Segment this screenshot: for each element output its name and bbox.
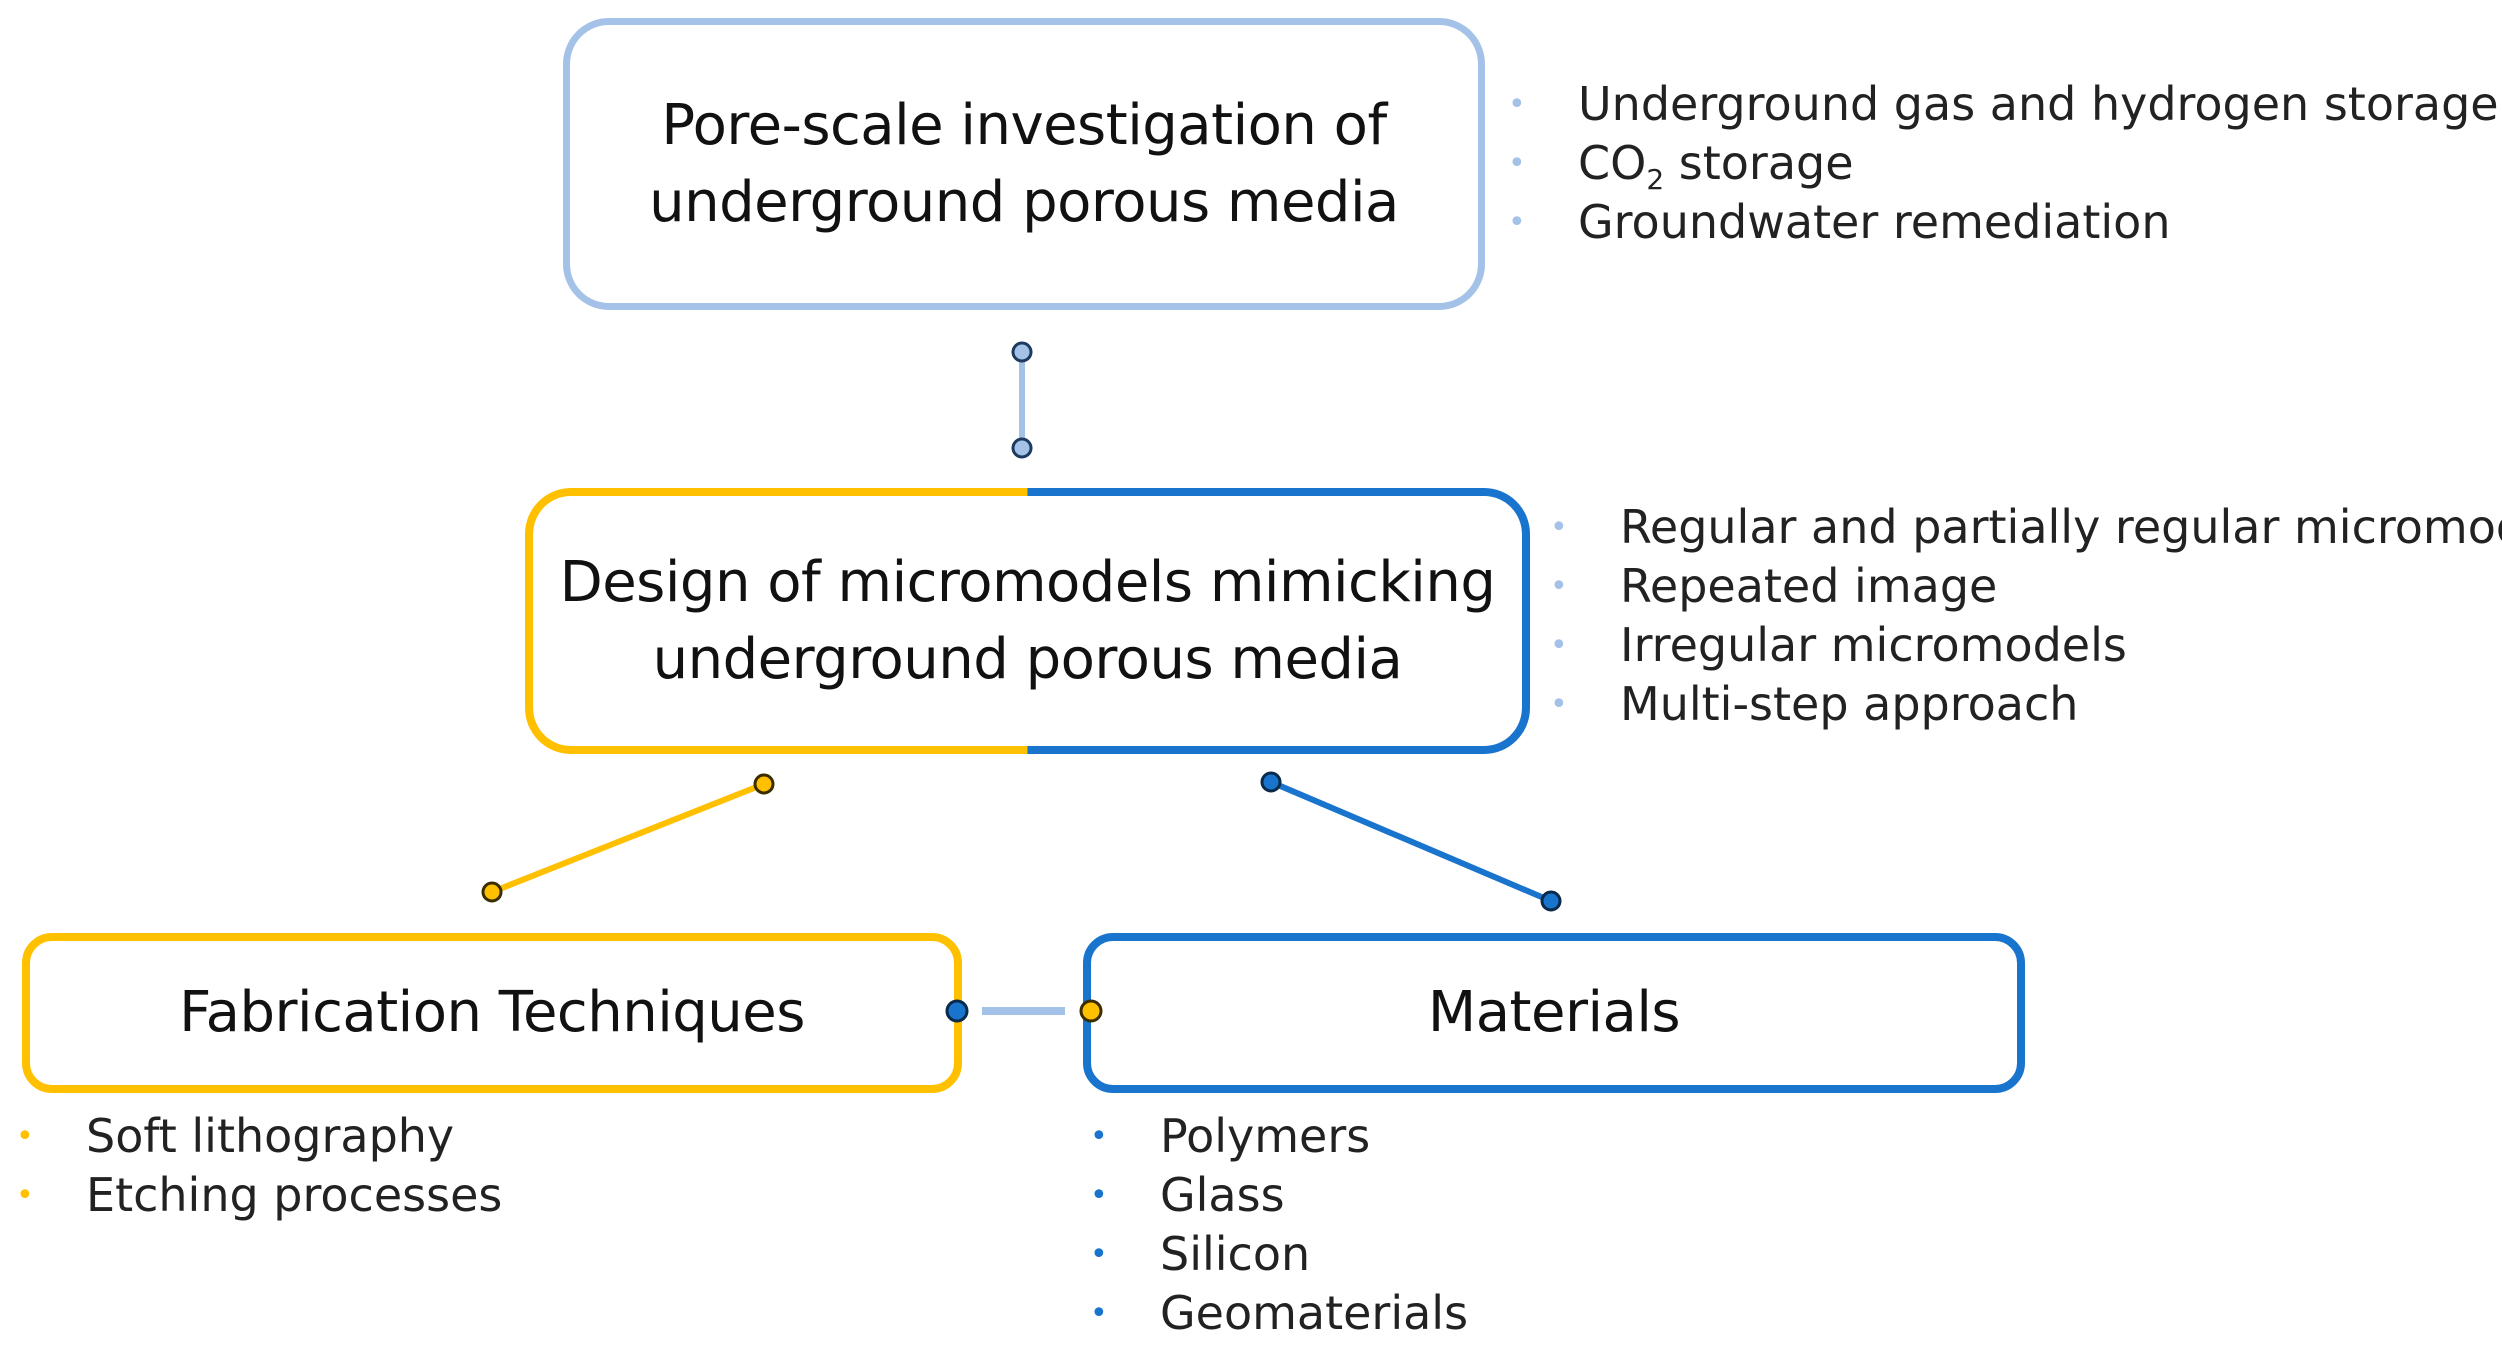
node-materials: Materials [1083,933,2025,1093]
bullet-dot-icon: • [1090,1119,1108,1154]
bullet-list-materials: • Polymers • Glass • Silicon • Geomaterials [1090,1107,1468,1343]
list-item: • Silicon [1090,1225,1468,1284]
edge-line [1269,779,1553,904]
list-item-text-suffix: storage [1664,136,1854,190]
node-fabrication-techniques: Fabrication Techniques [22,933,962,1093]
bullet-dot-icon: • [1090,1237,1108,1272]
bullet-dot-icon: • [1508,146,1526,181]
list-item: • Multi-step approach [1550,675,2502,734]
list-item: • Irregular micromodels [1550,616,2502,675]
node-label: Design of micromodels mimicking undergro… [560,544,1496,699]
edge-endpoint-dot [1540,890,1562,912]
list-item-text: Soft lithography [86,1109,455,1163]
list-item-text: Underground gas and hydrogen storage [1578,77,2499,131]
node-label-line: underground porous media [649,170,1399,235]
bullet-dot-icon: • [1508,205,1526,240]
bullet-dot-icon: • [16,1119,34,1154]
edge-top-to-design [1011,341,1033,459]
node-label: Materials [1427,980,1681,1046]
list-item: • Groundwater remediation [1508,193,2499,252]
node-design-of-micromodels: Design of micromodels mimicking undergro… [525,488,1530,754]
node-label-line: underground porous media [652,627,1403,692]
edge-endpoint-dot [1011,437,1033,459]
list-item-text: Irregular micromodels [1620,618,2127,672]
co2-subscript: 2 [1646,163,1665,197]
bullet-dot-icon: • [1550,687,1568,722]
bullet-list-applications: • Underground gas and hydrogen storage • C… [1508,75,2499,252]
node-label-line: Pore-scale investigation of [661,92,1387,158]
list-item-text: Regular and partially regular micromodel… [1620,500,2502,554]
list-item-text: CO [1578,136,1647,190]
list-item-text: Multi-step approach [1620,677,2079,731]
list-item-text: Groundwater remediation [1578,195,2171,249]
edge-endpoint-dot [1260,771,1282,793]
bullet-list-fabrication: • Soft lithography • Etching processes [16,1107,502,1225]
list-item-text: Etching processes [86,1168,503,1222]
list-item: • Underground gas and hydrogen storage [1508,75,2499,134]
list-item: • Soft lithography [16,1107,502,1166]
edge-endpoint-dot [753,773,775,795]
node-label: Pore-scale investigation of underground … [649,87,1399,242]
edge-line [490,781,766,895]
bullet-dot-icon: • [1090,1178,1108,1213]
bullet-dot-icon: • [1550,569,1568,604]
edge-design-to-materials [1260,771,1562,912]
bullet-dot-icon: • [1550,628,1568,663]
bullet-dot-icon: • [1550,510,1568,545]
node-label: Fabrication Techniques [179,980,805,1046]
list-item-text: Polymers [1160,1109,1371,1163]
list-item-text: Geomaterials [1160,1286,1469,1340]
node-label-line: Design of micromodels mimicking [559,549,1496,615]
node-pore-scale-investigation: Pore-scale investigation of underground … [563,18,1485,310]
edge-endpoint-dot [481,881,503,903]
bullet-dot-icon: • [1090,1296,1108,1331]
list-item: • Polymers [1090,1107,1468,1166]
list-item-text: Repeated image [1620,559,1998,613]
list-item-text: Glass [1160,1168,1285,1222]
edge-endpoint-dot [1011,341,1033,363]
list-item: • Geomaterials [1090,1284,1468,1343]
bullet-dot-icon: • [1508,87,1526,122]
list-item: • Repeated image [1550,557,2502,616]
list-item: • Etching processes [16,1166,502,1225]
bullet-list-design-approaches: • Regular and partially regular micromode… [1550,498,2502,734]
list-item: • Regular and partially regular micromode… [1550,498,2502,557]
list-item-text: Silicon [1160,1227,1311,1281]
list-item: • CO2 storage [1508,134,2499,197]
bullet-dot-icon: • [16,1178,34,1213]
edge-design-to-fabrication [481,773,775,903]
list-item: • Glass [1090,1166,1468,1225]
